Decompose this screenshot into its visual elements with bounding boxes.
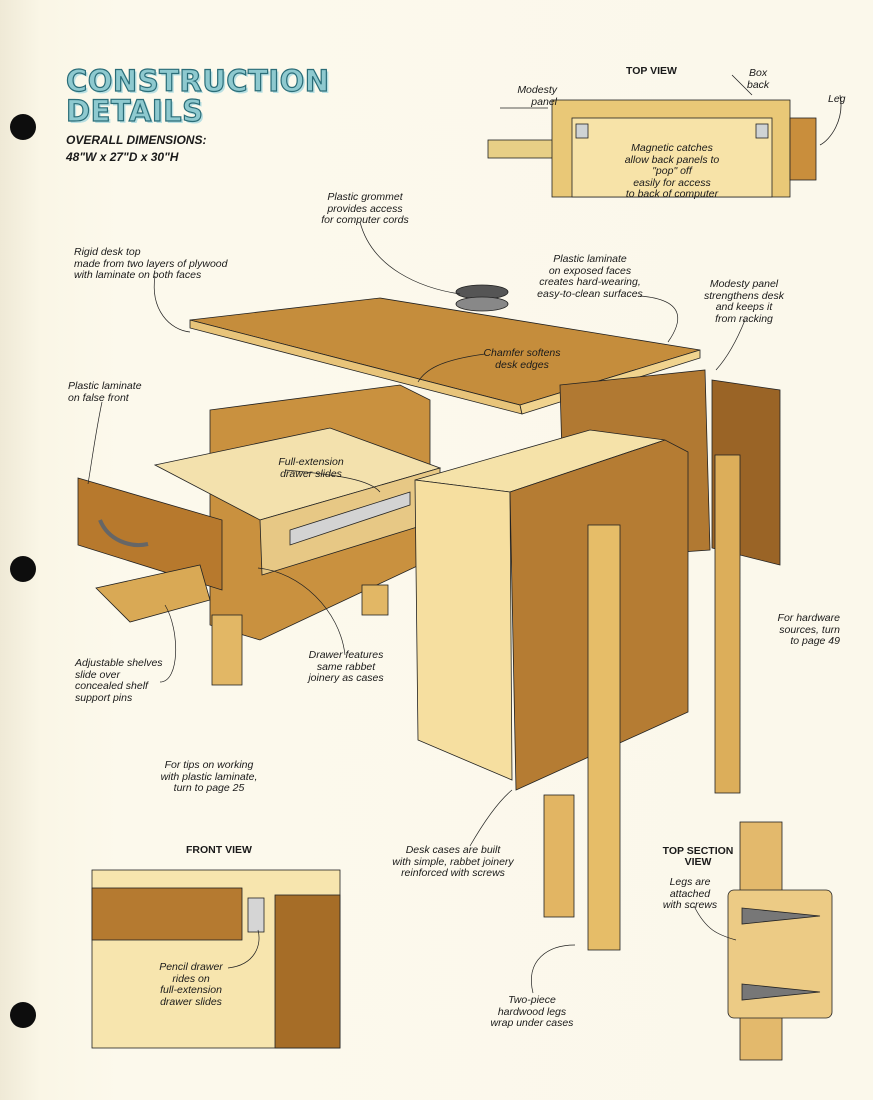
shelves-label: Adjustable shelves slide over concealed … bbox=[75, 657, 163, 704]
box-back-label: Box back bbox=[747, 67, 770, 91]
chamfer-label: Chamfer softens desk edges bbox=[483, 347, 561, 371]
page-title: CONSTRUCTION DETAILS bbox=[65, 64, 330, 128]
right-case bbox=[414, 429, 741, 951]
magnetic-catches-label: Magnetic catches allow back panels to "p… bbox=[624, 142, 720, 200]
drawer bbox=[77, 427, 442, 623]
top-section-diagram bbox=[727, 821, 833, 1061]
top-view-heading: TOP VIEW bbox=[626, 65, 677, 77]
top-section-heading: TOP SECTION VIEW bbox=[662, 845, 734, 868]
binder-hole bbox=[10, 556, 36, 582]
binder-hole bbox=[10, 1002, 36, 1028]
top-view-diagram bbox=[487, 74, 842, 198]
binder-hole bbox=[10, 114, 36, 140]
front-view-heading: FRONT VIEW bbox=[186, 844, 252, 856]
overall-dimensions: OVERALL DIMENSIONS: 48"W x 27"D x 30"H bbox=[66, 133, 207, 164]
legs-attached-label: Legs are attached with screws bbox=[662, 876, 718, 911]
drawer-slides-label: Full-extension drawer slides bbox=[278, 456, 344, 480]
grommet-label: Plastic grommet provides access for comp… bbox=[321, 191, 409, 226]
legs-wrap-label: Two-piece hardwood legs wrap under cases bbox=[490, 994, 574, 1029]
laminate-faces-label: Plastic laminate on exposed faces create… bbox=[537, 253, 643, 300]
drawer-joinery-label: Drawer features same rabbet joinery as c… bbox=[308, 649, 384, 684]
hardware-label: For hardware sources, turn to page 49 bbox=[777, 612, 840, 647]
front-view-diagram bbox=[91, 869, 341, 1049]
leg-label: Leg bbox=[828, 93, 846, 105]
cases-label: Desk cases are built with simple, rabbet… bbox=[392, 844, 514, 879]
desk-top-label: Rigid desk top made from two layers of p… bbox=[74, 246, 228, 281]
false-front-label: Plastic laminate on false front bbox=[68, 380, 142, 404]
leader-lines bbox=[87, 221, 746, 994]
tips-label: For tips on working with plastic laminat… bbox=[160, 759, 258, 794]
modesty-panel-label: Modesty panel bbox=[517, 84, 557, 108]
pencil-drawer-label: Pencil drawer rides on full-extension dr… bbox=[159, 961, 223, 1008]
modesty-strengthens-label: Modesty panel strengthens desk and keeps… bbox=[704, 278, 784, 325]
